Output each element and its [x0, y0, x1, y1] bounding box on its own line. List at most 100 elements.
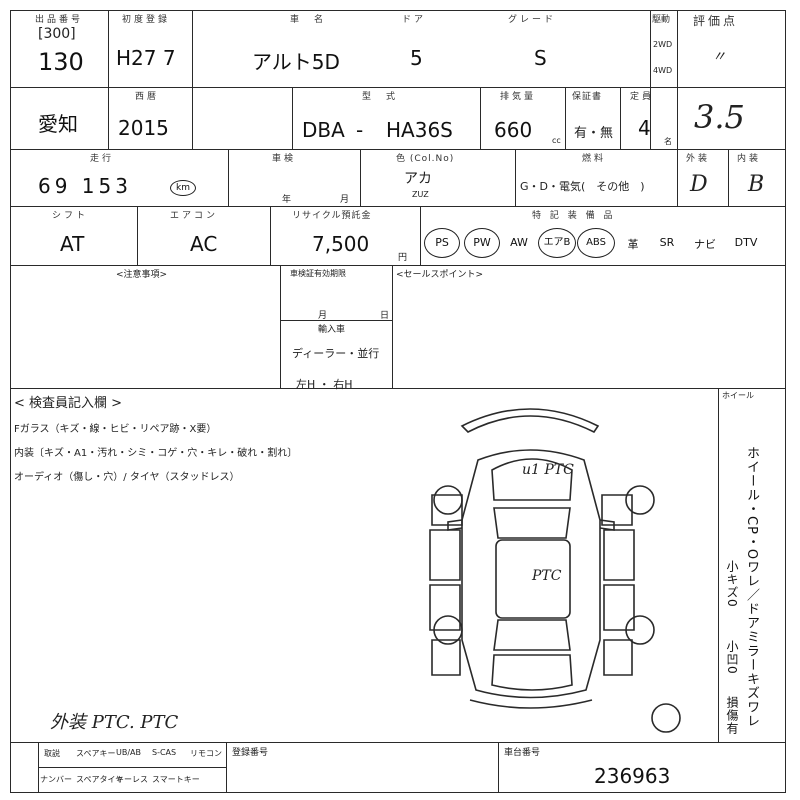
col-color [360, 149, 362, 206]
footer-item-sparetire: スペアタイヤ [76, 775, 124, 784]
shaken-year: 年 [282, 195, 292, 205]
col-recycle [270, 206, 272, 265]
border-bottom [10, 792, 786, 794]
right-front-door [603, 529, 635, 581]
left-front-fender [431, 494, 463, 526]
col-aircon [137, 206, 139, 265]
mileage-unit: km [170, 180, 196, 196]
shift: AT [60, 232, 85, 256]
label-wheel: ホイール [722, 391, 754, 400]
glass-note: Fガラス（キズ・線・ヒビ・リペア跡・X要） [14, 424, 217, 435]
equip-sr: SR [659, 236, 675, 249]
footer-item-manual: 取説 [44, 749, 60, 758]
left-rear-door [429, 584, 461, 631]
score-value: 3.5 [694, 98, 745, 136]
label-register: 登録番号 [232, 748, 269, 758]
footer-item-remote: リモコン [190, 749, 222, 758]
model-dash: - [356, 118, 364, 142]
col-capacity [620, 87, 622, 149]
label-capacity: 定員 [630, 92, 655, 102]
shaken-month: 月 [340, 195, 350, 205]
import-dealer: ディーラー・並行 [292, 347, 380, 360]
footer-item-smartkey: スマートキー [152, 775, 200, 784]
row-divider-6 [10, 742, 786, 744]
col-exterior [677, 149, 679, 206]
label-equipment: 特 記 装 備 品 [532, 211, 616, 221]
footer-mid [38, 767, 226, 769]
equip-ps: PS [424, 228, 460, 258]
col-expiry-right [392, 265, 394, 388]
col-interior [728, 149, 730, 206]
label-cc: 排気量 [500, 92, 537, 102]
right-front-fender [601, 494, 633, 526]
label-fuel: 燃料 [582, 154, 607, 164]
year: 2015 [118, 116, 169, 140]
label-model: 型 式 [362, 92, 399, 102]
right-mirror [599, 519, 615, 531]
col-drive [650, 10, 652, 149]
border-left [10, 10, 12, 792]
col-2 [192, 10, 194, 149]
label-notes: <注意事項> [116, 270, 168, 280]
footer-item-number: ナンバー [40, 775, 72, 784]
row-divider-5 [10, 388, 786, 390]
footer-item-keyless: キーレス [116, 775, 148, 784]
expiry-day: 日 [380, 311, 390, 321]
expiry-month: 月 [318, 311, 328, 321]
diagram-note-roof: PTC [532, 568, 562, 584]
aircon: AC [190, 232, 218, 256]
equip-pw: PW [464, 228, 500, 258]
recycle-unit: 円 [398, 253, 408, 263]
label-import: 輸入車 [318, 325, 346, 335]
chassis-number: 236963 [594, 764, 671, 788]
col-shaken [228, 149, 230, 206]
label-drive: 駆動 [652, 15, 671, 25]
footer-col-2 [498, 742, 500, 792]
small-dent: 小凹0 [725, 640, 739, 675]
row-divider-1 [10, 87, 786, 89]
drive-2wd: 2WD [653, 40, 673, 49]
label-recycle: リサイクル預託金 [292, 211, 372, 221]
wheel-front-left [433, 485, 463, 515]
wheel-rear-left [433, 615, 463, 645]
label-door: ドア [402, 15, 427, 25]
border-right [785, 10, 787, 792]
border-top [10, 10, 786, 12]
label-color: 色 (Col.No) [396, 154, 455, 164]
label-shaken: 車検 [272, 154, 297, 164]
equip-airbag: エアB [538, 228, 576, 258]
label-exterior: 外装 [686, 154, 711, 164]
roof [495, 539, 571, 619]
trunk [491, 654, 573, 691]
left-mirror [447, 519, 463, 531]
model-prefix: DBA [302, 118, 345, 142]
windshield [493, 507, 571, 539]
recycle-fee: 7,500 [312, 232, 370, 256]
row-divider-2 [10, 149, 786, 151]
label-shaken-expiry: 車検証有効期限 [290, 269, 346, 278]
equip-dtv: DTV [734, 236, 758, 249]
left-rear-fender [431, 639, 461, 676]
col-inspector-right [718, 388, 720, 742]
exterior-grade: D [690, 172, 708, 197]
equip-leather: 革 [627, 238, 639, 251]
label-inspector: < 検査員記入欄 > [14, 396, 123, 411]
interior-note: 内装〔キズ・A1・汚れ・シミ・コゲ・穴・キレ・破れ・割れ〕 [14, 448, 298, 459]
cc-unit: cc [552, 136, 561, 145]
label-chassis: 車台番号 [504, 748, 541, 758]
warranty: 有・無 [574, 126, 614, 141]
interior-grade: B [748, 172, 765, 197]
right-rear-fender [603, 639, 633, 676]
label-shift: シフト [52, 211, 89, 221]
import-handle: 左H ・ 右H [296, 378, 353, 391]
label-carname: 車 名 [290, 15, 327, 25]
footer-item-scas: S-CAS [152, 748, 177, 757]
front-bumper [460, 408, 600, 434]
capacity-unit: 名 [664, 137, 672, 146]
label-first-reg: 初度登録 [122, 15, 171, 25]
lot-prefix: [300] [38, 26, 76, 42]
door-count: 5 [410, 46, 423, 70]
mileage: 69 153 [38, 174, 132, 198]
row-divider-4 [10, 265, 786, 267]
